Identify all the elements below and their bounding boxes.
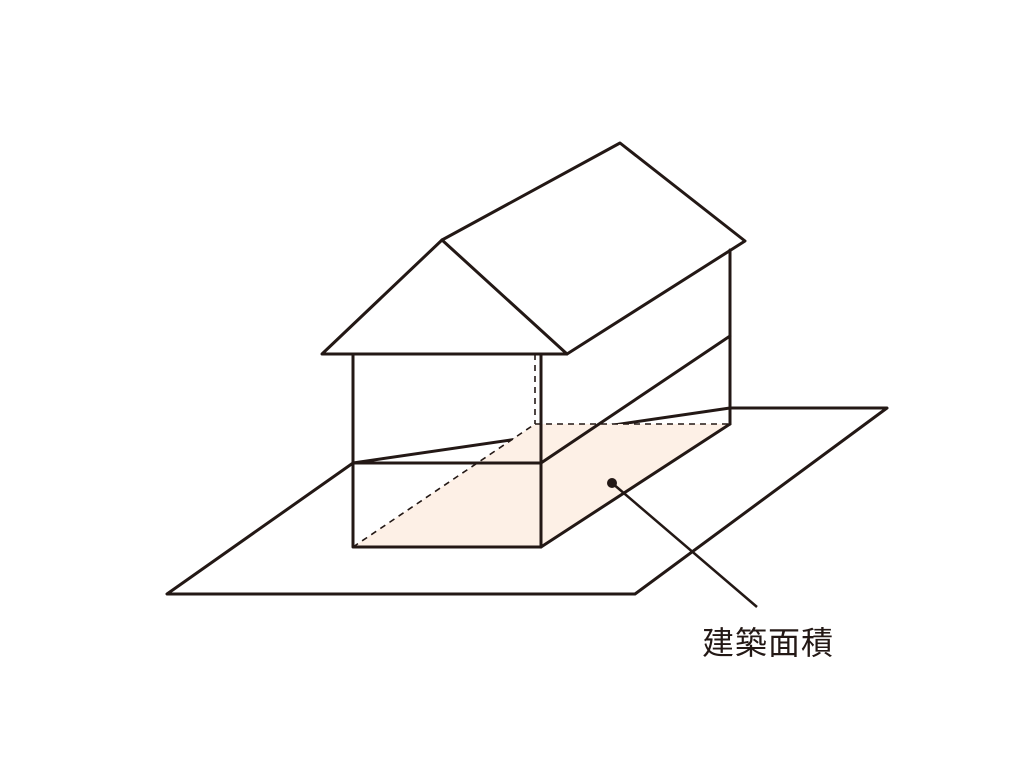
- house-body: [320, 141, 747, 549]
- side-ground-line: [539, 334, 732, 465]
- site-lot: [165, 406, 889, 596]
- hidden-edge-bottom-left: [352, 423, 536, 548]
- building-area-label: 建築面積: [702, 624, 835, 662]
- hidden-edges: [352, 354, 730, 548]
- front-wall: [351, 352, 543, 549]
- side-bottom-edge: [539, 422, 732, 549]
- gable: [320, 238, 569, 356]
- callout-leader-line: [611, 482, 758, 608]
- roof-plane: [440, 141, 747, 356]
